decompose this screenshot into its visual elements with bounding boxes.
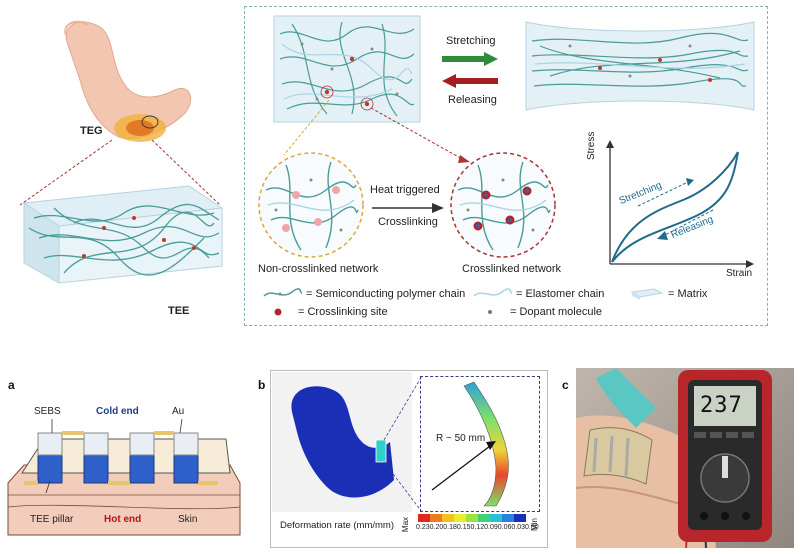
non-crosslinked-network — [258, 152, 364, 258]
skin-label: Skin — [178, 514, 198, 525]
hot-end-label: Hot end — [104, 514, 142, 525]
tick-1: 0.20 — [429, 524, 444, 531]
dopant-molecule-icon — [488, 310, 492, 314]
crosslinking-site-icon — [274, 308, 282, 316]
multimeter — [678, 370, 772, 542]
tee-pillar-label: TEE pillar — [30, 514, 74, 525]
mechanism-frame — [244, 6, 768, 326]
tee-label: TEE — [168, 305, 190, 317]
releasing-label: Releasing — [448, 94, 497, 106]
stress-strain-graph — [606, 140, 754, 268]
colorbar — [418, 514, 526, 522]
crosslinked-label: Crosslinked network — [462, 263, 562, 275]
stretching-label: Stretching — [446, 35, 496, 47]
heat-arrow — [372, 203, 444, 213]
radius-label: R ~ 50 mm — [436, 433, 486, 444]
crosslinking-label: Crosslinking — [378, 216, 438, 228]
panel-a-letter: a — [8, 378, 15, 392]
tick-5: 0.09 — [484, 524, 498, 531]
teg-label: TEG — [80, 125, 103, 137]
stretching-arrow — [442, 52, 498, 66]
non-crosslinked-label: Non-crosslinked network — [258, 263, 379, 275]
fea-zoom-box — [420, 376, 540, 512]
tick-3: 0.15 — [456, 524, 471, 531]
heat-triggered-label: Heat triggered — [370, 184, 440, 196]
legend-dopant: = Dopant molecule — [484, 306, 602, 318]
fea-arm — [272, 372, 412, 512]
tick-0: 0.23 — [416, 524, 430, 531]
unstretched-network — [273, 15, 421, 123]
crosslinked-network — [450, 152, 556, 258]
meter-reading: 237 — [700, 393, 743, 418]
stretching-curve — [611, 151, 739, 263]
panel-a-device — [7, 418, 241, 536]
colorbar-max: Max — [401, 516, 411, 533]
legend-semiconducting: = Semiconducting polymer chain — [262, 288, 465, 300]
releasing-arrow — [442, 74, 498, 88]
arm-illustration — [64, 20, 192, 139]
matrix-icon — [630, 288, 664, 300]
semiconducting-chain-icon — [263, 288, 302, 297]
graph-ylabel: Stress — [586, 131, 597, 160]
deformation-rate-label: Deformation rate (mm/mm) — [280, 520, 395, 531]
device-on-hand — [583, 427, 653, 485]
colorbar-min: Min — [529, 518, 539, 531]
zoom-connectors — [283, 100, 470, 163]
cold-end-label: Cold end — [96, 406, 139, 417]
fea-strip — [431, 381, 509, 507]
panel-c-letter: c — [562, 378, 569, 392]
tick-6: 0.06 — [497, 524, 512, 531]
tee-block — [22, 185, 224, 284]
tick-4: 0.12 — [470, 524, 485, 531]
legend-elastomer: = Elastomer chain — [472, 288, 604, 300]
legend-matrix: = Matrix — [630, 288, 707, 300]
legend-crosslinking-site: = Crosslinking site — [272, 306, 388, 318]
graph-xlabel: Strain — [726, 268, 753, 279]
tick-8: 0.00 — [525, 524, 539, 531]
fea-zoom-lines — [383, 375, 423, 513]
stretched-network — [525, 21, 755, 111]
panel-b-letter: b — [258, 378, 266, 392]
tick-7: 0.03 — [511, 524, 525, 531]
elastomer-chain-icon — [473, 288, 512, 297]
teg-device-on-arm — [114, 114, 166, 142]
au-label: Au — [172, 406, 185, 417]
colorbar-ticks: 0.23 0.20 0.18 0.15 0.12 0.09 0.06 0.03 … — [416, 524, 539, 531]
releasing-curve — [611, 151, 739, 263]
sebs-label: SEBS — [34, 406, 61, 417]
tee-zoom-lines — [19, 139, 221, 206]
tick-2: 0.18 — [443, 524, 457, 531]
